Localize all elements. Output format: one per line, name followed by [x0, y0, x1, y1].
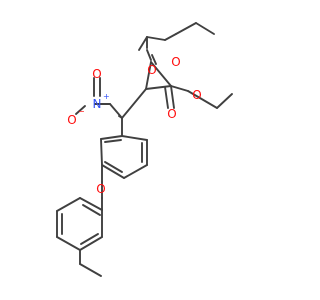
atom-label: O — [96, 182, 105, 196]
atom-label: O — [67, 113, 76, 127]
bond — [145, 85, 172, 90]
atom-label: O — [147, 63, 156, 77]
molecule-structure: O O O O N + O − O O — [56, 22, 233, 277]
bond — [104, 139, 122, 143]
bond — [104, 161, 123, 173]
bond — [170, 85, 189, 92]
bond — [164, 33, 177, 41]
bond — [56, 236, 81, 251]
bond-layer — [56, 22, 233, 277]
bond — [79, 236, 103, 251]
bond — [145, 61, 152, 90]
bond — [175, 22, 197, 35]
bond — [151, 54, 157, 65]
atom-label: N — [93, 97, 102, 111]
bond — [187, 90, 218, 109]
atom-label-layer: O O O O N + O − O O — [67, 55, 201, 196]
bond — [101, 164, 125, 179]
charge-label: + — [103, 92, 110, 101]
bond — [216, 93, 233, 109]
bond — [123, 164, 148, 179]
bond — [121, 88, 147, 119]
atom-label: O — [167, 107, 176, 121]
bond — [109, 103, 123, 119]
bond — [80, 233, 99, 245]
bond — [146, 36, 166, 41]
bond — [138, 36, 148, 51]
bond — [82, 204, 101, 216]
structure-canvas: O O O O N + O − O O — [56, 22, 233, 277]
bond — [164, 86, 169, 109]
bond — [100, 138, 103, 166]
bond — [146, 49, 152, 61]
atom-label: O — [92, 67, 101, 81]
bond — [195, 22, 215, 35]
bond — [100, 135, 123, 140]
bond — [75, 105, 86, 115]
bond — [121, 135, 148, 141]
bond — [79, 263, 102, 277]
bond — [170, 85, 175, 109]
bond — [150, 61, 172, 87]
bond — [56, 197, 81, 212]
atom-label: O — [171, 55, 180, 69]
atom-label: O — [192, 88, 201, 102]
charge-label: − — [78, 107, 85, 116]
bond — [79, 197, 103, 211]
